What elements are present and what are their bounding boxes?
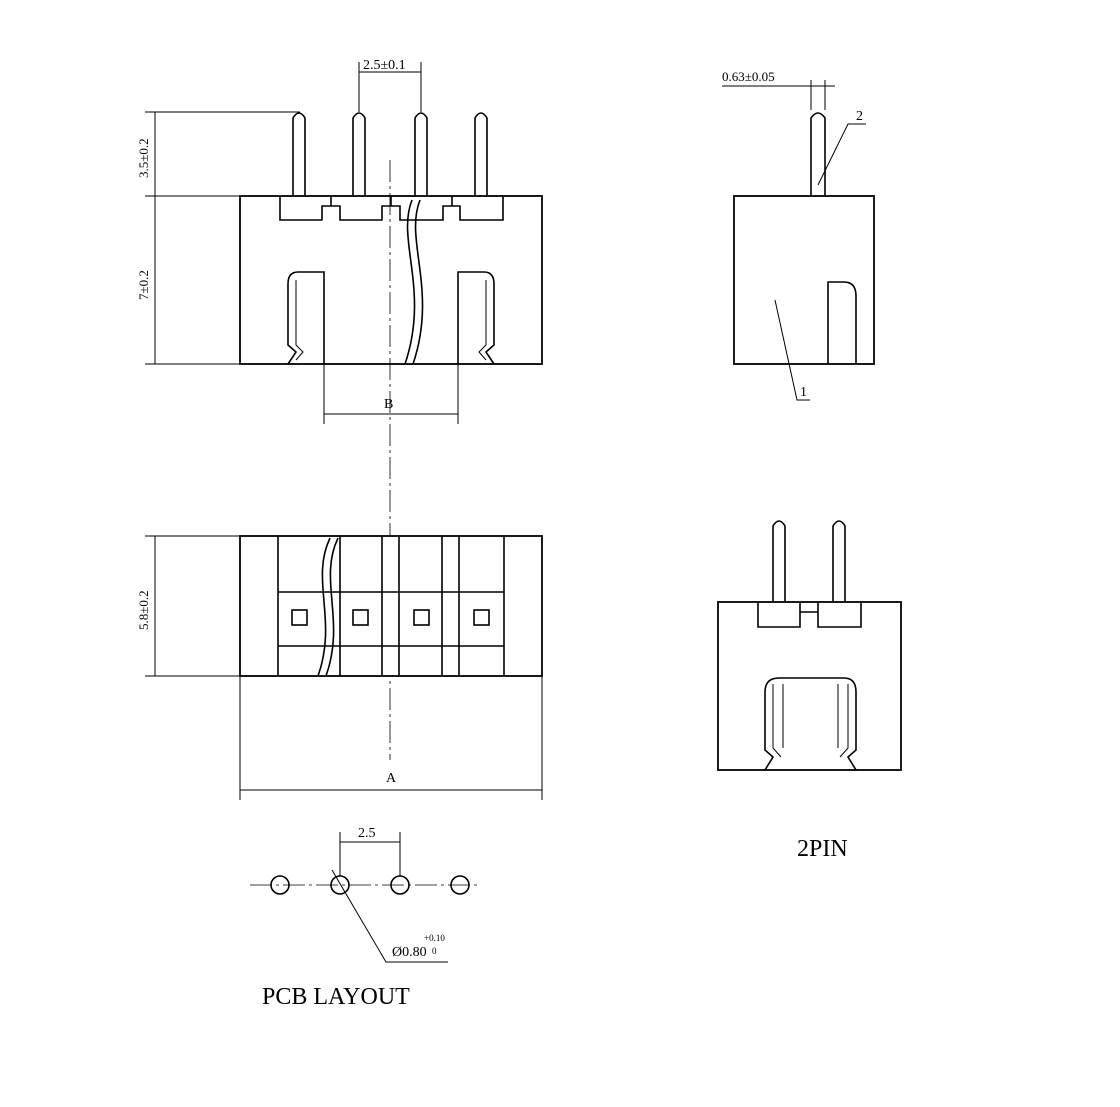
hole-tol-minus: 0 [432, 946, 437, 956]
side-pin [810, 112, 826, 196]
two-pin-pin-1 [772, 520, 786, 604]
bottom-view: 5.8±0.2 A [136, 535, 543, 800]
pitch-dim: 2.5±0.1 [363, 58, 406, 73]
break-line-bottom [317, 537, 331, 677]
pcb-dims [331, 832, 448, 963]
pcb-layout-title: PCB LAYOUT [262, 984, 410, 1010]
break-line-front-2 [412, 199, 424, 365]
break-line-bottom-2 [325, 537, 339, 677]
front-body [239, 195, 543, 365]
contact-square-3 [413, 609, 430, 626]
pcb-layout: 2.5 Ø0.80 +0.10 0 PCB LAYOUT [250, 826, 480, 1010]
right-slot-inner [478, 280, 487, 361]
two-pin-title: 2PIN [797, 836, 848, 862]
pcb-hole-1 [270, 875, 290, 895]
pin-4 [474, 112, 488, 198]
right-slot [457, 271, 495, 365]
pin-thickness-dim: 0.63±0.05 [722, 69, 775, 84]
side-body [733, 195, 875, 365]
callout-2-leader [817, 123, 866, 186]
pcb-hole-4 [450, 875, 470, 895]
callout-1: 1 [800, 385, 807, 400]
two-pin-view: 2PIN [717, 520, 902, 862]
pin-height-dim: 3.5±0.2 [136, 138, 151, 178]
left-slot-inner [295, 280, 304, 361]
hole-diameter: Ø0.80 [392, 945, 427, 960]
top-notch-row [279, 196, 504, 221]
pin-2 [352, 112, 366, 198]
length-label-a: A [386, 771, 397, 786]
dim-lines-front [145, 62, 459, 424]
body-height-dim: 7±0.2 [136, 270, 151, 300]
pin-1 [292, 112, 306, 198]
side-slot [827, 281, 857, 364]
side-view: 0.63±0.05 2 1 [722, 69, 875, 401]
front-view: 3.5±0.2 7±0.2 2.5±0.1 B [136, 58, 543, 424]
depth-dim: 5.8±0.2 [136, 590, 151, 630]
dim-lines-bottom [145, 535, 543, 800]
two-pin-slot-inner [772, 684, 849, 758]
hole-tol-plus: +0.10 [424, 933, 445, 943]
pin-3 [414, 112, 428, 198]
callout-1-leader [774, 299, 810, 401]
contact-square-1 [291, 609, 308, 626]
bottom-dividers [277, 536, 505, 676]
two-pin-slot [764, 677, 857, 771]
callout-2: 2 [856, 109, 863, 124]
contact-square-4 [473, 609, 490, 626]
two-pin-pin-2 [832, 520, 846, 604]
pcb-pitch-dim: 2.5 [358, 826, 376, 841]
two-pin-notches [757, 602, 862, 628]
side-dims [722, 80, 835, 110]
bottom-body [239, 535, 543, 677]
break-line-front [404, 199, 416, 365]
left-slot [287, 271, 325, 365]
contact-square-2 [352, 609, 369, 626]
two-pin-body [717, 601, 902, 771]
span-label-b: B [384, 397, 393, 412]
